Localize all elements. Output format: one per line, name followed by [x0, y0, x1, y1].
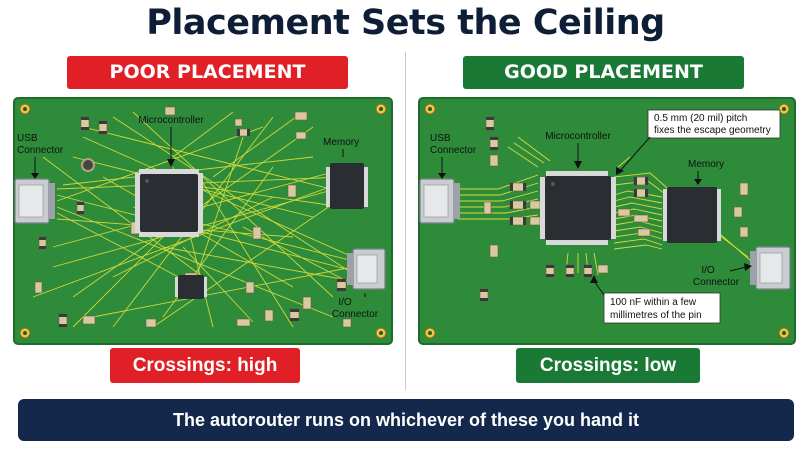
microcontroller-chip: [135, 169, 203, 237]
usb-label-line2: Connector: [17, 145, 64, 156]
microcontroller-label: Microcontroller: [138, 115, 204, 126]
divider: [405, 52, 406, 390]
cap-callout-line1: 100 nF within a few: [610, 297, 697, 308]
microcontroller-label: Microcontroller: [545, 131, 611, 142]
memory-chip: [663, 187, 721, 243]
usb-label-line1: USB: [430, 133, 451, 144]
io-label-line2: Connector: [332, 309, 379, 320]
pitch-callout-line2: fixes the escape geometry: [654, 125, 771, 136]
usb-connector: [14, 178, 55, 224]
passive-components: [479, 116, 749, 302]
usb-label-line1: USB: [17, 133, 38, 144]
memory-chip: [326, 163, 368, 209]
poor-placement-heading: POOR PLACEMENT: [67, 56, 348, 89]
page-title: Placement Sets the Ceiling: [146, 3, 665, 43]
cap-callout-line2: millimetres of the pin: [610, 310, 702, 321]
pitch-callout-line1: 0.5 mm (20 mil) pitch: [654, 113, 747, 124]
io-connector: [750, 246, 791, 290]
io-connector: [347, 248, 386, 290]
usb-label-line2: Connector: [430, 145, 477, 156]
good-placement-pcb: USB Connector Microcontroller Memory I/O…: [418, 97, 796, 345]
poor-placement-pcb: USB Connector Microcontroller Memory I/O…: [13, 97, 393, 345]
mounting-holes: [19, 103, 387, 339]
capacitor-callout: 100 nF within a few millimetres of the p…: [590, 275, 721, 324]
usb-connector: [419, 178, 460, 224]
io-label-line1: I/O: [338, 297, 352, 308]
small-ic: [175, 275, 207, 299]
microcontroller-chip: [540, 171, 616, 245]
io-label-line1: I/O: [701, 265, 715, 276]
crossings-high-badge: Crossings: high: [110, 348, 300, 383]
memory-label: Memory: [323, 137, 359, 148]
pitch-callout: 0.5 mm (20 mil) pitch fixes the escape g…: [616, 109, 781, 175]
memory-label: Memory: [688, 159, 724, 170]
crossings-low-badge: Crossings: low: [516, 348, 700, 383]
good-placement-heading: GOOD PLACEMENT: [463, 56, 744, 89]
footer-banner: The autorouter runs on whichever of thes…: [18, 399, 794, 441]
io-label-line2: Connector: [693, 277, 740, 288]
